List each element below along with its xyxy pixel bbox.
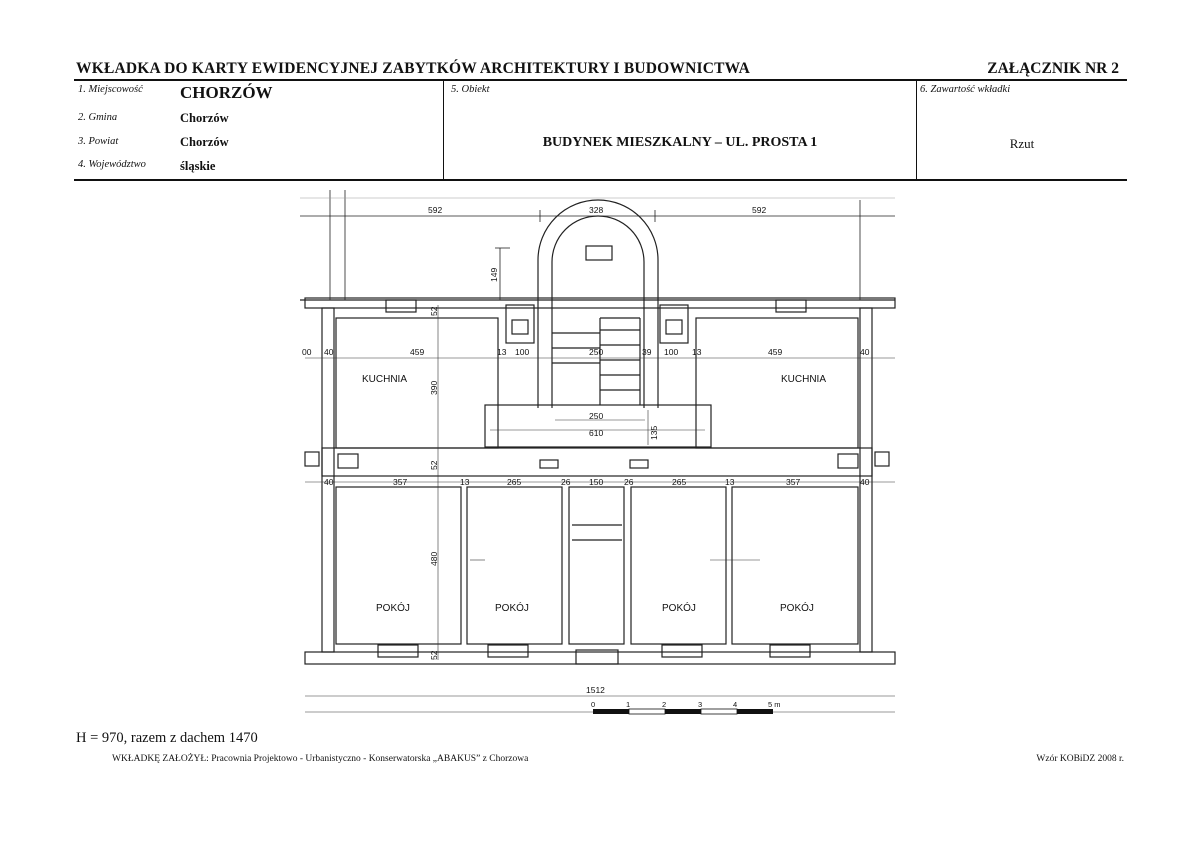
obiekt-label: 5. Obiekt [451, 84, 490, 95]
info-divider-2 [916, 81, 917, 180]
dim-wall-13-d: 13 [725, 477, 735, 487]
dim-room-mid-a: 265 [507, 477, 521, 487]
room-walls [335, 486, 859, 665]
dim-kitchen-left: 459 [410, 347, 424, 357]
dim-total-width: 1512 [586, 685, 605, 695]
room-4-label: POKÓJ [780, 601, 814, 614]
dim-wall-13-c: 13 [460, 477, 470, 487]
scale-5: 5 m [768, 700, 781, 709]
powiat-label: 3. Powiat [78, 136, 119, 147]
stair-bay [537, 199, 659, 408]
dim-hall-width: 610 [589, 428, 603, 438]
room-2-label: POKÓJ [495, 601, 529, 614]
dim-pantry-right: 100 [664, 347, 678, 357]
obiekt-value: BUDYNEK MIESZKALNY – UL. PROSTA 1 [542, 135, 818, 150]
dim-kitchen-right: 459 [768, 347, 782, 357]
dim-edge-left: 00 [302, 347, 312, 357]
dim-wall-26-a: 26 [561, 477, 571, 487]
dim-wall-13-a: 13 [497, 347, 507, 357]
dim-wall-40-a: 40 [324, 347, 334, 357]
author-note: WKŁADKĘ ZAŁOŻYŁ: Pracownia Projektowo - … [112, 754, 529, 764]
dim-corridor: 150 [589, 477, 603, 487]
dim-top-mid: 328 [589, 205, 603, 215]
middle-wall [304, 447, 890, 477]
kitchen-left-label: KUCHNIA [362, 374, 407, 385]
scale-1: 1 [626, 700, 630, 709]
floor-plan: 592 328 592 149 52 00 40 459 13 100 250 … [300, 190, 896, 715]
dim-wall-40-d: 40 [860, 477, 870, 487]
dim-pantry-left: 100 [515, 347, 529, 357]
dim-wall-top: 52 [429, 306, 439, 316]
scale-bar: 0 1 2 3 4 5 m [591, 700, 781, 715]
dim-room-left-a: 357 [393, 477, 407, 487]
dim-wall-bottom: 52 [429, 650, 439, 660]
header-rule [74, 79, 1127, 81]
room-1-label: POKÓJ [376, 601, 410, 614]
scale-2: 2 [662, 700, 666, 709]
dim-kitchen-depth: 390 [429, 381, 439, 395]
scale-3: 3 [698, 700, 702, 709]
zawartosc-value: Rzut [1009, 136, 1035, 151]
kitchen-walls [335, 299, 859, 449]
dim-stair-width: 250 [589, 347, 603, 357]
info-table [74, 81, 1127, 181]
wojewodztwo-value: śląskie [180, 159, 216, 173]
dim-wall-mid: 52 [429, 460, 439, 470]
dim-stair-depth: 149 [489, 268, 499, 282]
dim-wall-26-b: 26 [624, 477, 634, 487]
dim-stair-width-2: 250 [589, 411, 603, 421]
dim-top-right: 592 [752, 205, 766, 215]
dim-wall-13-b: 13 [692, 347, 702, 357]
powiat-value: Chorzów [180, 135, 229, 149]
dim-hall-depth: 135 [649, 426, 659, 440]
wojewodztwo-label: 4. Województwo [78, 159, 146, 170]
miejscowosc-value: CHORZÓW [180, 83, 273, 102]
template-note: Wzór KOBiDZ 2008 r. [1036, 754, 1124, 764]
dim-room-right-a: 357 [786, 477, 800, 487]
info-bottom-rule [74, 179, 1127, 181]
dim-wall-40-b: 40 [860, 347, 870, 357]
dim-room-mid-b: 265 [672, 477, 686, 487]
document-title: WKŁADKA DO KARTY EWIDENCYJNEJ ZABYTKÓW A… [76, 60, 751, 77]
dim-wall-39: 39 [642, 347, 652, 357]
dim-top-left: 592 [428, 205, 442, 215]
zawartosc-label: 6. Zawartość wkładki [920, 84, 1011, 95]
gmina-value: Chorzów [180, 111, 229, 125]
gmina-label: 2. Gmina [78, 112, 118, 123]
miejscowosc-label: 1. Miejscowość [78, 84, 143, 95]
scale-0: 0 [591, 700, 595, 709]
kitchen-right-label: KUCHNIA [781, 374, 826, 385]
dim-room-depth: 480 [429, 552, 439, 566]
height-note: H = 970, razem z dachem 1470 [76, 730, 258, 746]
annex-number: ZAŁĄCZNIK NR 2 [987, 60, 1119, 77]
info-divider-1 [443, 81, 444, 180]
scale-4: 4 [733, 700, 737, 709]
dim-wall-40-c: 40 [324, 477, 334, 487]
room-3-label: POKÓJ [662, 601, 696, 614]
